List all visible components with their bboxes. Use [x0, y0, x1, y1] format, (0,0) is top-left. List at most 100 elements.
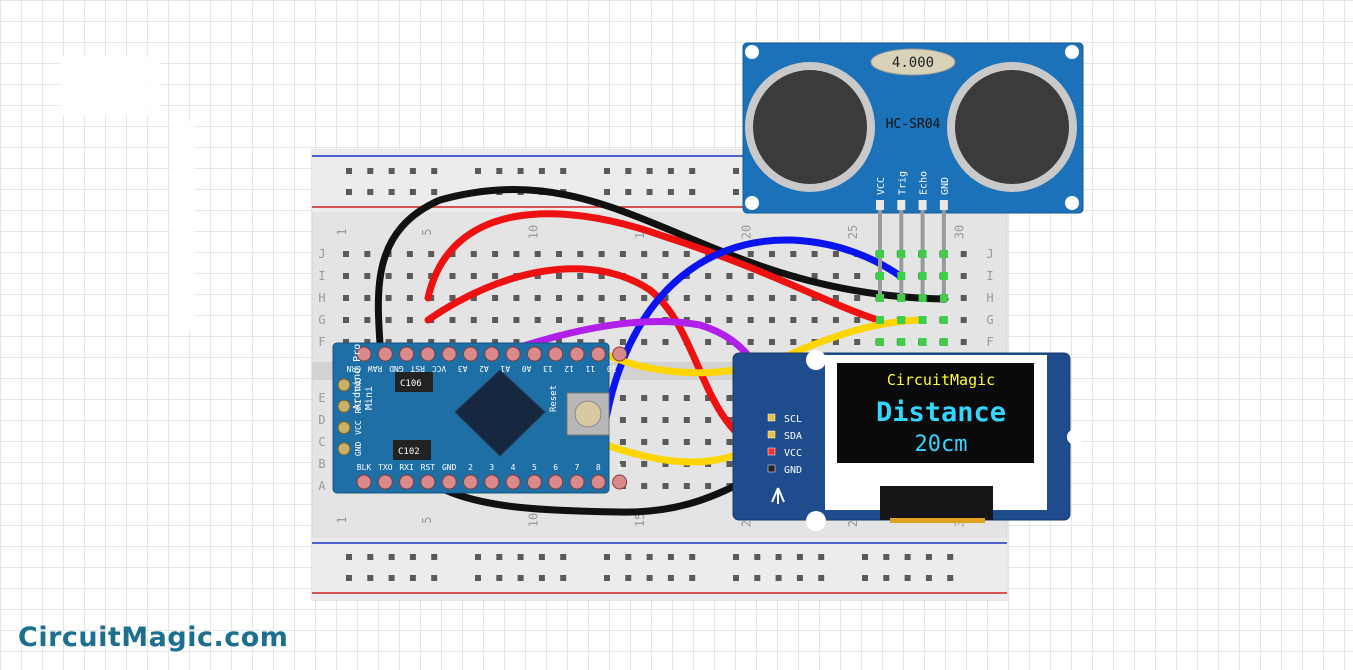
connected-hole [939, 294, 948, 302]
breadboard-hole [769, 251, 775, 257]
breadboard-hole [556, 295, 562, 301]
breadboard-hole [705, 273, 712, 279]
breadboard-hole [556, 273, 562, 279]
rail-hole [733, 554, 739, 560]
breadboard-hole [641, 251, 648, 257]
breadboard-hole [492, 273, 499, 279]
breadboard-hole [385, 295, 392, 301]
rail-hole [431, 168, 438, 174]
breadboard-hole [364, 339, 371, 345]
breadboard-hole [705, 417, 712, 423]
rail-hole [925, 575, 932, 581]
arduino-pin [569, 346, 585, 362]
rail-hole [388, 168, 395, 174]
breadboard-hole [726, 317, 733, 323]
rail-hole [409, 189, 416, 195]
rail-hole [689, 189, 696, 195]
breadboard-hole [513, 251, 520, 257]
rail-hole [947, 575, 954, 581]
chip-c106 [395, 372, 433, 392]
rail-hole [346, 575, 352, 581]
breadboard-hole [598, 295, 605, 301]
breadboard-hole [492, 317, 499, 323]
arduino-pin [441, 346, 457, 362]
rail-hole [388, 189, 395, 195]
oled-screen [837, 363, 1034, 463]
rail-hole [475, 554, 481, 560]
arduino-pin [548, 346, 564, 362]
rail-hole [754, 554, 761, 560]
rail-hole [625, 168, 632, 174]
connected-hole [876, 338, 884, 346]
arduino-pin-label: GND [354, 441, 363, 456]
rail-hole [560, 575, 567, 581]
breadboard-hole [960, 273, 967, 279]
breadboard-hole [641, 483, 648, 489]
breadboard-hole [470, 273, 477, 279]
rail-hole [409, 168, 416, 174]
breadboard-hole [449, 339, 456, 345]
arduino-pin [526, 346, 542, 362]
row-letter: B [318, 457, 325, 471]
oled-text-line3: 20cm [915, 432, 968, 457]
connected-hole [918, 294, 927, 302]
breadboard-hole [662, 483, 669, 489]
rail-hole [496, 554, 503, 560]
breadboard-hole [641, 395, 648, 401]
breadboard-hole [790, 251, 797, 257]
rail-hole [883, 575, 890, 581]
site-brand: CircuitMagic.com [18, 622, 289, 653]
breadboard-hole [683, 483, 690, 489]
breadboard-hole [790, 317, 797, 323]
arduino-pin-label: GND [389, 364, 404, 373]
sensor-pin-label: VCC [876, 177, 887, 195]
rail-hole [625, 554, 632, 560]
arduino-pin-label: A1 [500, 364, 510, 373]
rail-hole [625, 575, 632, 581]
breadboard-hole [960, 339, 967, 345]
breadboard-hole [662, 339, 669, 345]
breadboard-hole [683, 251, 690, 257]
arduino-pin-label: GRN [346, 364, 361, 373]
breadboard-hole [662, 417, 669, 423]
column-number: 30 [953, 225, 967, 239]
breadboard-hole [854, 295, 861, 301]
arduino-pin [505, 474, 521, 490]
breadboard-hole [577, 339, 584, 345]
rail-hole [517, 168, 524, 174]
reset-button[interactable] [574, 400, 602, 428]
rail-hole [733, 189, 739, 195]
arduino-pin-label: 12 [564, 364, 574, 373]
row-letter: H [986, 291, 993, 305]
breadboard-hole [449, 295, 456, 301]
breadboard-hole [854, 317, 861, 323]
breadboard-hole [960, 317, 967, 323]
chip-c102 [393, 440, 431, 460]
breadboard-hole [577, 317, 584, 323]
arduino-pin [505, 346, 521, 362]
arduino-pin-label: 10 [607, 364, 617, 373]
breadboard-hole [449, 273, 456, 279]
row-letter: J [318, 247, 325, 261]
sensor-pin-pad [918, 200, 927, 210]
arduino-pin [484, 474, 500, 490]
breadboard-hole [854, 339, 861, 345]
rail-hole [346, 189, 352, 195]
rail-hole [388, 554, 395, 560]
breadboard-hole [470, 339, 477, 345]
breadboard-hole [556, 317, 562, 323]
arduino-pin [399, 346, 415, 362]
rail-hole [538, 575, 545, 581]
arduino-pin [420, 346, 436, 362]
breadboard-hole [811, 251, 818, 257]
column-number: 15 [633, 513, 647, 527]
rail-hole [818, 575, 825, 581]
breadboard-hole [726, 461, 733, 467]
breadboard-hole [769, 339, 775, 345]
sensor-pin-pad [939, 200, 948, 210]
breadboard-hole [577, 251, 584, 257]
breadboard-hole [343, 295, 349, 301]
arduino-side-pin [337, 378, 351, 392]
